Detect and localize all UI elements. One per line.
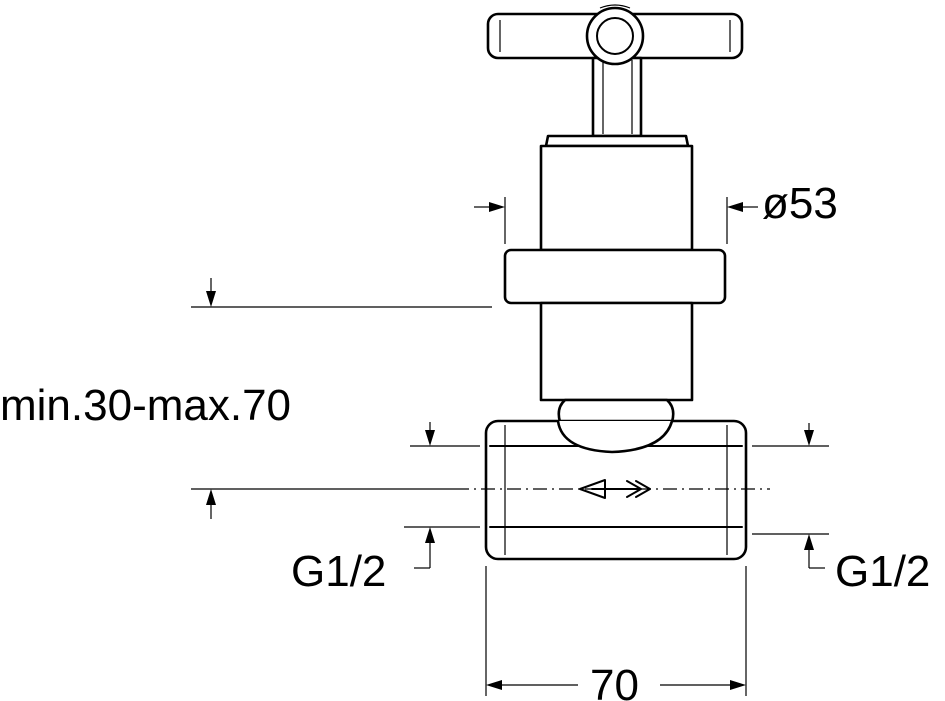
depth-range-label: min.30-max.70: [0, 381, 291, 430]
pipe-connector: [455, 419, 770, 561]
lower-sleeve: [539, 301, 694, 402]
thread-right-label: G1/2: [835, 547, 930, 596]
depth-dimension: min.30-max.70: [0, 278, 492, 519]
upper-sleeve: [539, 144, 694, 252]
thread-right-dimension: G1/2: [752, 423, 930, 596]
cap-top: [544, 134, 690, 148]
width-label: 70: [590, 661, 639, 701]
thread-left-dimension: G1/2: [291, 422, 480, 596]
neck-saddle: [556, 420, 674, 454]
handle-stem: [591, 56, 643, 138]
flow-arrow-icon: [579, 479, 651, 499]
cross-handle: [486, 4, 744, 138]
diameter-dimension: ø53: [474, 179, 838, 244]
diameter-label: ø53: [762, 179, 838, 228]
thread-left-label: G1/2: [291, 547, 386, 596]
width-dimension: 70: [485, 566, 747, 701]
handle-hub: [585, 6, 645, 66]
valve-body: [503, 134, 727, 424]
neck: [557, 398, 675, 424]
rosette-flange: [503, 248, 727, 305]
